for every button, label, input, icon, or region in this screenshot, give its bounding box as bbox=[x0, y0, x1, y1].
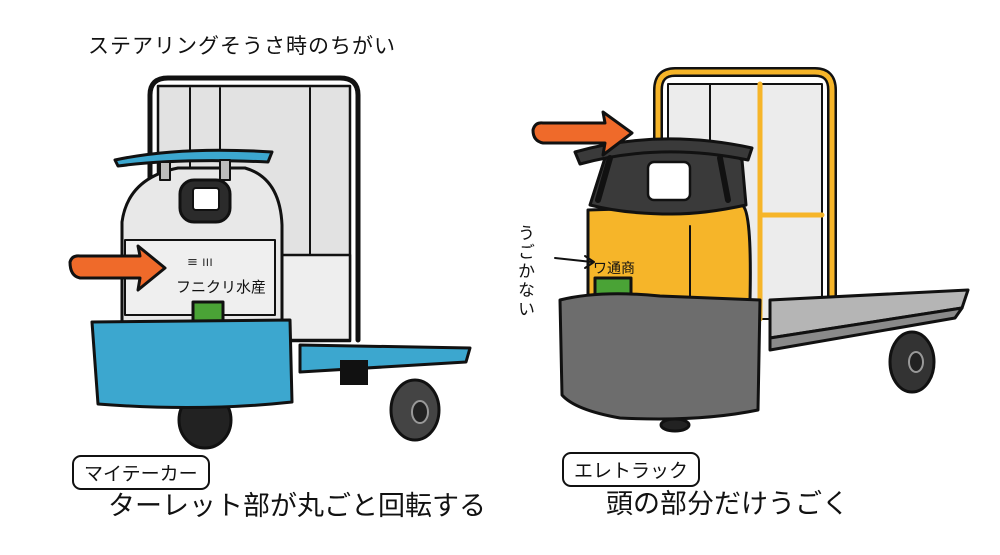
right-body-label: ワ通商 bbox=[593, 261, 635, 277]
right-name-tag: エレトラック bbox=[562, 452, 701, 487]
left-vehicle: ≡ ııı bbox=[68, 75, 472, 450]
left-arrow bbox=[68, 244, 167, 292]
left-steering-bar bbox=[113, 148, 274, 168]
svg-text:≡ ııı: ≡ ııı bbox=[187, 255, 213, 270]
left-body-label: フニクリ水産 bbox=[176, 278, 267, 296]
right-note: うごかない bbox=[514, 224, 534, 319]
left-rear-frame bbox=[147, 75, 361, 343]
left-name-tag: マイテーカー bbox=[72, 455, 210, 490]
right-base bbox=[558, 292, 762, 421]
left-bumper bbox=[90, 318, 294, 410]
right-caption: 頭の部分だけうごく bbox=[606, 489, 849, 520]
right-steering-bar bbox=[573, 137, 754, 166]
right-vehicle bbox=[531, 67, 970, 433]
right-display bbox=[646, 160, 692, 202]
right-arrow bbox=[531, 110, 634, 157]
left-flat-bed bbox=[298, 343, 472, 374]
page-title: ステアリングそうさ時のちがい bbox=[88, 34, 396, 58]
left-caption: ターレット部が丸ごと回転する bbox=[108, 491, 486, 522]
right-note-arrow bbox=[554, 257, 593, 263]
